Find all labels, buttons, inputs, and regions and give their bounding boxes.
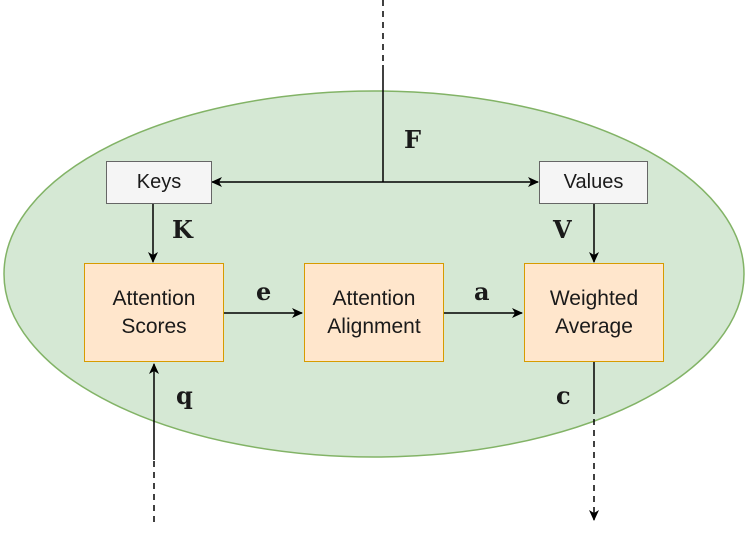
keys-box: Keys	[106, 161, 212, 204]
weighted-average-label: Weighted Average	[549, 286, 639, 338]
symbol-f: F	[404, 125, 422, 154]
symbol-e: e	[256, 277, 272, 306]
values-label: Values	[563, 171, 624, 193]
attention-scores-label: Attention Scores	[112, 286, 196, 338]
values-box: Values	[539, 161, 648, 204]
weighted-average-box: Weighted Average	[524, 263, 664, 362]
attention-alignment-label: Attention Alignment	[327, 286, 421, 338]
symbol-c: c	[556, 381, 571, 410]
keys-label: Keys	[136, 171, 182, 193]
symbol-q: q	[176, 381, 193, 410]
attention-alignment-box: Attention Alignment	[304, 263, 444, 362]
symbol-k: K	[172, 215, 193, 244]
symbol-a: a	[474, 277, 490, 306]
attention-scores-box: Attention Scores	[84, 263, 224, 362]
symbol-v: V	[553, 215, 572, 244]
